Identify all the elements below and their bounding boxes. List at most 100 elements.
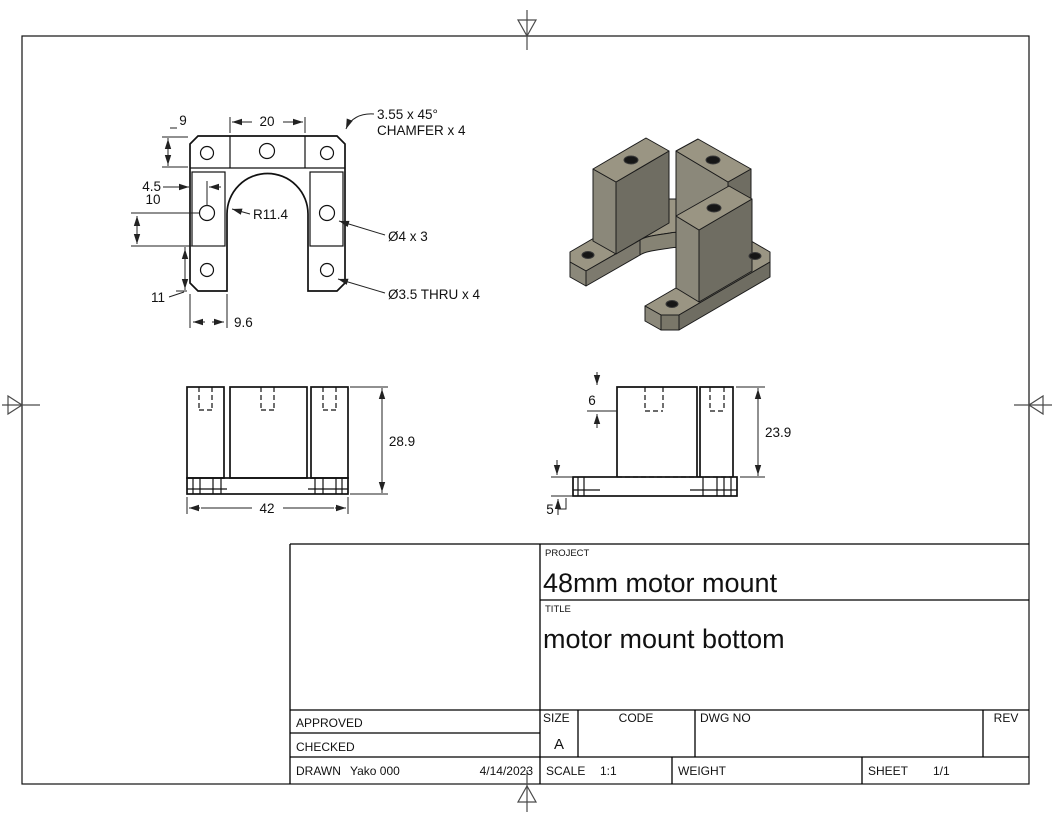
dim-23-9: 23.9	[736, 386, 791, 478]
size-cell: SIZE A	[543, 711, 570, 753]
note-label: R11.4	[253, 207, 289, 222]
dim-label: 10	[145, 192, 160, 207]
front-right-tower	[310, 386, 349, 479]
dim-label: 28.9	[389, 434, 415, 449]
sheet-border	[21, 35, 1030, 785]
iso-tower-hole	[705, 155, 721, 165]
dim-28-9: 28.9	[350, 386, 415, 495]
dim-label: 6	[588, 393, 596, 408]
iso-left-tower	[592, 137, 670, 255]
dim-11: 11	[151, 247, 189, 305]
sheet-cell: SHEET 1/1	[868, 764, 950, 778]
note-label: CHAMFER x 4	[377, 123, 466, 138]
flange-hole	[199, 145, 215, 161]
side-right-block	[699, 386, 734, 477]
title-label: TITLE	[545, 604, 571, 615]
drawn-date: 4/14/2023	[480, 764, 534, 778]
title-block-grid	[289, 543, 1029, 784]
side-base	[572, 476, 738, 497]
project-label: PROJECT	[545, 548, 590, 559]
iso-tower-hole	[623, 155, 639, 165]
dia4-leader: Ø4 x 3	[338, 220, 428, 244]
chamfer-note: 3.55 x 45° CHAMFER x 4	[345, 107, 466, 138]
weight-label: WEIGHT	[678, 764, 727, 778]
front-view: 28.9 42	[186, 386, 415, 516]
left-tower-footprint	[191, 171, 226, 247]
dim-6: 6	[587, 372, 617, 428]
flange-hole	[319, 262, 335, 278]
scale-value: 1:1	[600, 764, 617, 778]
front-base	[186, 477, 349, 495]
scale-cell: SCALE 1:1	[546, 764, 617, 778]
dim-label: 23.9	[765, 425, 791, 440]
flange-hole	[199, 262, 215, 278]
registration-marks	[2, 10, 1052, 812]
dim-label: 11	[151, 290, 165, 305]
code-label: CODE	[619, 711, 654, 725]
dim-9-6: 9.6	[189, 294, 253, 330]
sheet-value: 1/1	[933, 764, 950, 778]
note-label: Ø3.5 THRU x 4	[388, 287, 481, 302]
dim-label: 4.5	[142, 179, 161, 194]
tower-hole	[258, 142, 276, 160]
side-hidden-lines	[617, 387, 733, 478]
dim-9: 9	[162, 113, 188, 168]
sheet-label: SHEET	[868, 764, 909, 778]
iso-base-front-left	[569, 261, 587, 287]
dim-label: 20	[259, 114, 274, 129]
size-value: A	[554, 736, 564, 753]
project-value: 48mm motor mount	[543, 568, 778, 598]
radius-leader: R11.4	[231, 207, 289, 222]
tower-hole	[198, 204, 216, 222]
dim-20: 20	[229, 114, 306, 133]
front-base-details	[187, 478, 348, 494]
flange-hole	[319, 145, 335, 161]
title-cell: TITLE motor mount bottom	[543, 604, 785, 654]
front-left-tower	[186, 386, 225, 479]
tower-hole	[318, 204, 336, 222]
side-left-block	[616, 386, 698, 477]
drawn-by: Yako 000	[350, 764, 400, 778]
iso-flange-hole	[665, 300, 679, 308]
right-tower-footprint	[309, 171, 344, 247]
left-center-mark	[2, 394, 40, 416]
scale-label: SCALE	[546, 764, 585, 778]
dia35-leader: Ø3.5 THRU x 4	[337, 278, 481, 302]
dim-label: 9.6	[234, 315, 253, 330]
front-hidden-holes	[198, 387, 337, 411]
project-cell: PROJECT 48mm motor mount	[543, 548, 778, 598]
top-view-outline	[189, 135, 346, 292]
isometric-view	[569, 137, 771, 331]
dwg-no-label: DWG NO	[700, 711, 751, 725]
rev-label: REV	[994, 711, 1019, 725]
dim-4-5: 4.5	[142, 179, 221, 206]
dim-42: 42	[186, 497, 349, 516]
iso-flange-hole	[581, 251, 595, 259]
note-label: Ø4 x 3	[388, 229, 428, 244]
right-center-mark	[1014, 394, 1052, 416]
title-value: motor mount bottom	[543, 624, 785, 654]
approved-label: APPROVED	[296, 716, 363, 730]
top-center-mark	[516, 10, 538, 50]
iso-base-chamfer	[660, 314, 680, 331]
title-block: PROJECT 48mm motor mount TITLE motor mou…	[289, 543, 1029, 784]
top-view: 9 20 3.55 x 45° CHAMFER x 4 4.5	[131, 107, 481, 330]
drawn-label: DRAWN	[296, 764, 341, 778]
checked-label: CHECKED	[296, 740, 355, 754]
dim-label: 42	[259, 501, 274, 516]
side-view: 6 23.9 5	[546, 372, 791, 517]
side-base-details	[573, 477, 737, 496]
size-label: SIZE	[543, 711, 570, 725]
note-label: 3.55 x 45°	[377, 107, 438, 122]
dim-5: 5	[546, 460, 573, 517]
iso-right-tower	[675, 185, 753, 303]
dim-10: 10	[131, 192, 222, 247]
iso-flange-hole	[748, 252, 762, 260]
dim-label: 9	[179, 113, 187, 128]
front-center-tower	[229, 386, 308, 479]
bottom-center-mark	[516, 770, 538, 812]
iso-tower-hole	[706, 203, 722, 213]
iso-base-right	[678, 261, 771, 331]
